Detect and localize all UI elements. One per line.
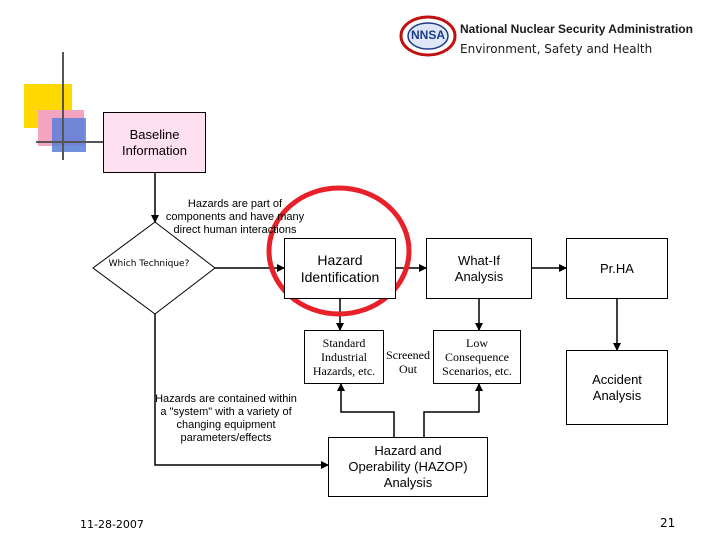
org-title: National Nuclear Security Administration bbox=[460, 22, 693, 36]
decor-horizontal-line bbox=[36, 141, 126, 143]
what-if-analysis-box: What-If Analysis bbox=[426, 238, 532, 299]
components-note: Hazards are part of components and have … bbox=[165, 198, 305, 236]
decor-vertical-line bbox=[62, 52, 64, 160]
page-number: 21 bbox=[660, 516, 676, 530]
logo-text: NNSA bbox=[410, 28, 445, 42]
low-consequence-box: Low Consequence Scenarios, etc. bbox=[433, 330, 521, 384]
screened-out-label: Screened Out bbox=[386, 348, 430, 376]
footer-date: 11-28-2007 bbox=[80, 518, 144, 531]
arrow-technique-to-hazop bbox=[154, 313, 329, 469]
nnsa-logo: NNSA bbox=[398, 14, 458, 58]
hazard-identification-box: Hazard Identification bbox=[284, 238, 396, 299]
prha-box: Pr.HA bbox=[566, 238, 668, 299]
which-technique-label: Which Technique? bbox=[108, 259, 190, 269]
baseline-information-box: Baseline Information bbox=[103, 112, 206, 173]
hazop-box: Hazard and Operability (HAZOP) Analysis bbox=[328, 437, 488, 497]
standard-industrial-box: Standard Industrial Hazards, etc. bbox=[304, 330, 384, 384]
system-note: Hazards are contained within a "system" … bbox=[155, 393, 297, 444]
decor-blue-square bbox=[52, 118, 86, 152]
dept-subtitle: Environment, Safety and Health bbox=[460, 42, 653, 56]
arrow-hazop-to-standard bbox=[337, 383, 395, 437]
highlight-circle bbox=[266, 185, 412, 317]
decision-diamond bbox=[92, 221, 216, 315]
accident-analysis-box: Accident Analysis bbox=[566, 350, 668, 425]
arrow-hazop-to-low-consequence bbox=[423, 383, 483, 437]
logo-emblem-icon bbox=[399, 15, 457, 57]
